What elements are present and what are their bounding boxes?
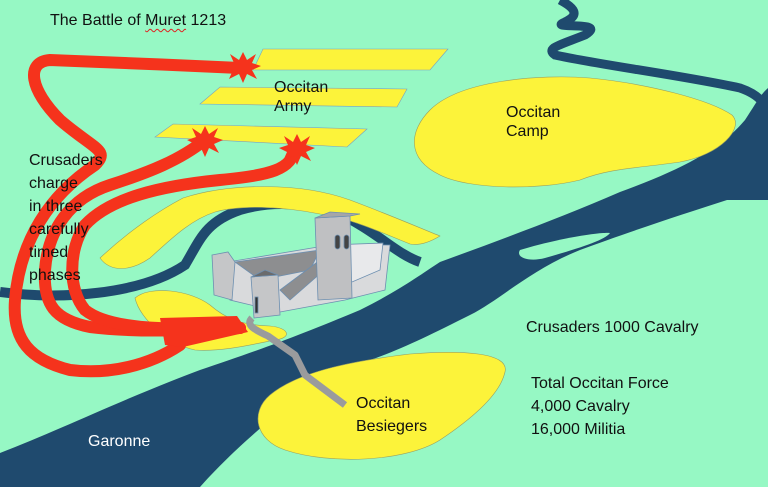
crusaders-force-label: Crusaders 1000 Cavalry	[526, 319, 699, 336]
occitan-flank	[99, 186, 441, 269]
occitan-camp	[414, 76, 736, 188]
label-line: 16,000 Militia	[531, 421, 626, 438]
label-line: in three	[29, 198, 83, 215]
label-line: timed	[29, 244, 69, 261]
map-title: The Battle of Muret 1213	[50, 11, 226, 30]
title-prefix: The Battle of	[50, 12, 146, 29]
occitan-camp-label: Occitan Camp	[506, 103, 560, 141]
crusader-charges	[8, 53, 301, 378]
occitan-besiegers-area	[257, 352, 506, 460]
charge-path-1	[8, 53, 246, 378]
label-line: Occitan	[506, 104, 561, 121]
label-line: Occitan	[356, 395, 411, 412]
occitan-army-line-1	[252, 48, 449, 71]
label-line: phases	[29, 267, 81, 284]
river-island	[519, 232, 610, 260]
label-line: Camp	[506, 123, 549, 140]
label-line: Total Occitan Force	[531, 375, 669, 392]
title-year: 1213	[186, 12, 227, 29]
occitan-army-label: Occitan Army	[274, 78, 328, 116]
tributary-river	[547, 0, 768, 121]
river-label: Garonne	[88, 433, 151, 450]
crusaders-charge-label: Crusaders charge in three carefully time…	[29, 149, 103, 287]
road	[246, 315, 348, 408]
castle-channel	[0, 199, 422, 301]
occitan-army-line-2	[199, 86, 408, 108]
crusader-main-charge	[160, 316, 248, 347]
label-line: Occitan	[274, 79, 329, 96]
label-line: Crusaders	[29, 152, 103, 169]
muret-castle	[211, 211, 391, 319]
clash-burst-icon	[279, 134, 315, 165]
label-line: Besiegers	[356, 418, 428, 435]
label-line: Army	[274, 98, 312, 115]
charge-path-3	[66, 142, 301, 335]
label-line: carefully	[29, 221, 89, 238]
occitan-army-line-3	[154, 123, 368, 148]
occitan-besiegers-label: Occitan Besiegers	[356, 392, 427, 438]
label-line: 4,000 Cavalry	[531, 398, 630, 415]
occitan-force-label: Total Occitan Force 4,000 Cavalry 16,000…	[531, 372, 669, 441]
title-name: Muret	[145, 12, 187, 29]
label-line: charge	[29, 175, 78, 192]
garonne-river	[0, 88, 768, 487]
clash-burst-icon	[225, 52, 261, 83]
clash-burst-icon	[187, 126, 223, 157]
clash-markers	[187, 52, 315, 165]
